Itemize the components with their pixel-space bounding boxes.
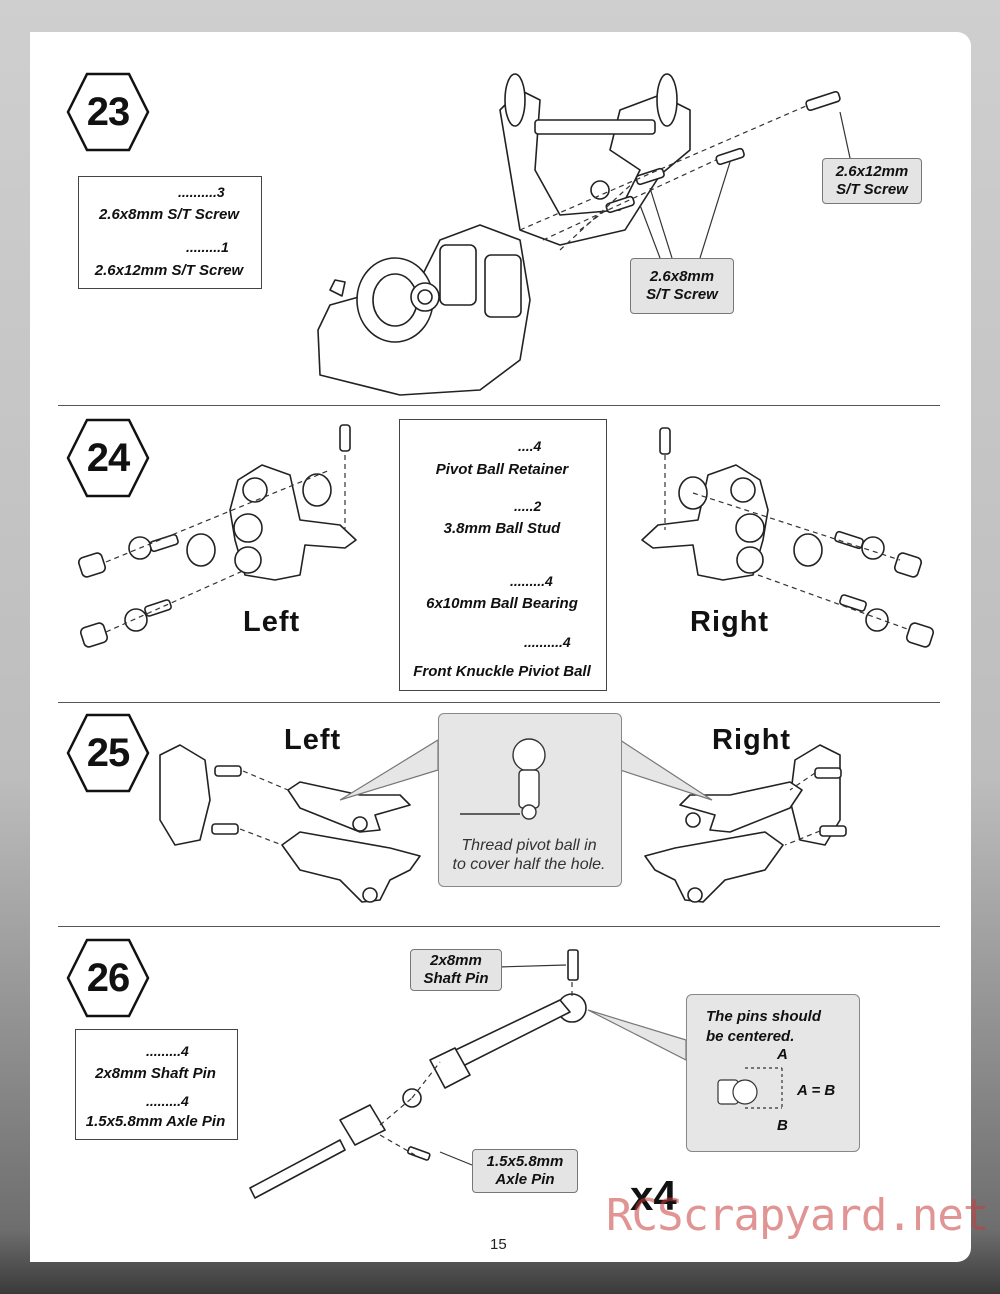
part-qty: .........1 (186, 239, 229, 255)
step-23-badge: 23 (66, 70, 150, 154)
part-label: 6x10mm Ball Bearing (426, 595, 578, 612)
part-qty: .........4 (146, 1093, 189, 1109)
label-b: B (777, 1117, 788, 1134)
callout-2.6x12mm-screw: 2.6x12mm S/T Screw (822, 158, 922, 204)
callout-pointers (339, 111, 851, 1166)
note-line: The pins should (706, 1008, 821, 1025)
label-a: A (777, 1046, 788, 1063)
hexagon-icon (66, 72, 150, 152)
step-24-badge: 24 (66, 416, 150, 500)
part-qty: .........4 (510, 573, 553, 589)
part-qty: ..........3 (178, 184, 225, 200)
part-qty: ..........4 (524, 634, 571, 650)
callout-line: 1.5x5.8mm (486, 1153, 564, 1170)
hexagon-icon (66, 713, 150, 793)
quantity-multiplier: x4 (630, 1172, 677, 1219)
step24-parts-box (399, 419, 607, 691)
left-label: Left (243, 606, 301, 638)
section-divider (58, 702, 940, 703)
step-number: 24 (86, 435, 131, 480)
assembly-guides (105, 105, 911, 1156)
step-25-badge: 25 (66, 711, 150, 795)
part-label: 2x8mm Shaft Pin (95, 1065, 216, 1082)
callout-line: S/T Screw (836, 181, 908, 198)
callout-line: Axle Pin (495, 1171, 555, 1188)
step-number: 23 (86, 89, 131, 134)
part-label: 2.6x8mm S/T Screw (98, 206, 240, 223)
pin-centering-note (686, 994, 860, 1152)
step-26-badge: 26 (66, 936, 150, 1020)
a-equals-b: A = B (797, 1082, 836, 1099)
note-line: to cover half the hole. (452, 856, 606, 873)
left-label: Left (284, 724, 342, 756)
callout-line: S/T Screw (646, 286, 718, 303)
note-line: be centered. (706, 1028, 795, 1045)
left-knuckle-drawing (77, 424, 357, 648)
callout-shaft-pin: 2x8mm Shaft Pin (410, 949, 502, 991)
hexagon-icon (66, 418, 150, 498)
part-label: 2.6x12mm S/T Screw (94, 262, 244, 279)
right-arms-drawing (644, 744, 847, 903)
part-label: 3.8mm Ball Stud (443, 520, 561, 537)
callout-2.6x8mm-screw: 2.6x8mm S/T Screw (630, 258, 734, 314)
watermark: RCScrapyard.net (606, 1190, 989, 1241)
right-knuckle-drawing (641, 427, 935, 648)
step23-parts-box (78, 176, 262, 289)
step-number: 26 (86, 955, 131, 1000)
callout-line: 2x8mm (430, 952, 482, 969)
callout-line: 2.6x8mm (649, 268, 715, 285)
callout-line: Shaft Pin (423, 970, 489, 987)
hexagon-icon (66, 938, 150, 1018)
front-bulkhead-drawing (317, 73, 691, 396)
section-divider (58, 926, 940, 927)
left-arms-drawing (159, 744, 421, 903)
step26-parts-box (75, 1029, 238, 1140)
part-qty: .....2 (514, 498, 542, 514)
pivot-ball-note-text: Thread pivot ball in to cover half the h… (440, 836, 618, 874)
part-qty: ....4 (518, 438, 542, 454)
part-label: 1.5x5.8mm Axle Pin (85, 1113, 226, 1130)
right-label: Right (712, 724, 792, 756)
callout-line: 2.6x12mm (835, 163, 909, 180)
part-label: Front Knuckle Piviot Ball (413, 663, 591, 680)
note-line: Thread pivot ball in (461, 837, 597, 854)
step-number: 25 (86, 730, 131, 775)
page-number: 15 (490, 1236, 507, 1253)
pin-note-text: The pins should be centered. (706, 1007, 821, 1047)
part-qty: .........4 (146, 1043, 189, 1059)
right-label: Right (690, 606, 770, 638)
part-label: Pivot Ball Retainer (435, 461, 569, 478)
section-divider (58, 405, 940, 406)
callout-axle-pin: 1.5x5.8mm Axle Pin (472, 1149, 578, 1193)
